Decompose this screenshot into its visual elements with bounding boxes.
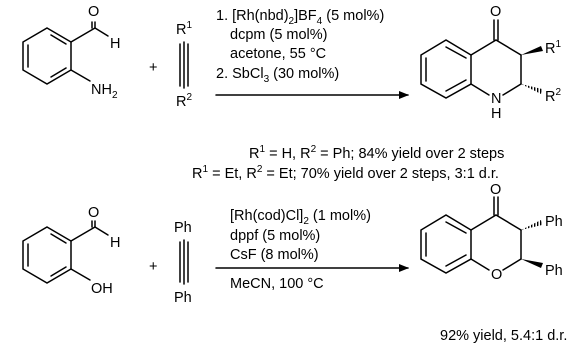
wedge-bond: [521, 259, 543, 268]
result-line: 92% yield, 5.4:1 d.r.: [440, 328, 567, 344]
conditions-2: [Rh(cod)Cl]2 (1 mol%) dppf (5 mol%) CsF …: [215, 208, 409, 292]
result-line-2: R1 = Et, R2 = Et; 70% yield over 2 steps…: [192, 164, 499, 182]
atom-n: N: [491, 91, 501, 107]
atom-o: O: [88, 205, 99, 221]
substituent-ph-bottom: Ph: [174, 290, 192, 306]
atom-h: H: [110, 36, 120, 52]
condition-line-4: MeCN, 100 °C: [230, 276, 324, 292]
hash-bond: [521, 84, 542, 94]
fused-benzene-ring: [420, 39, 472, 99]
atom-o: O: [490, 4, 501, 20]
product-tetrahydroquinolinone: O N H R1 R2: [420, 4, 561, 122]
benzene-ring: [22, 27, 72, 85]
atom-h: H: [491, 106, 501, 122]
benzene-ring: [22, 226, 72, 284]
fused-benzene-ring: [420, 214, 472, 274]
reactant-2-aminobenzaldehyde: O H NH2: [22, 4, 120, 101]
reactant-alkyne: R1 R2: [176, 20, 192, 110]
atom-o-carbonyl: O: [490, 182, 501, 198]
hydroxyl-label: OH: [91, 281, 113, 297]
reactant-salicylaldehyde: O H OH: [22, 205, 120, 297]
condition-line-3: acetone, 55 °C: [230, 46, 326, 62]
atom-o-ring: O: [491, 267, 502, 283]
result-line-1: R1 = H, R2 = Ph; 84% yield over 2 steps: [249, 144, 504, 162]
condition-line-1: 1. [Rh(nbd)2]BF4 (5 mol%): [216, 8, 384, 27]
plus-sign: +: [149, 259, 157, 275]
reactant-diphenylacetylene: Ph Ph: [174, 220, 192, 306]
wedge-bond: [521, 46, 543, 55]
plus-sign: +: [149, 60, 157, 76]
amine-label: NH2: [91, 82, 118, 101]
aldehyde-bond: [70, 226, 96, 242]
substituent-r2: R2: [176, 92, 192, 110]
atom-o: O: [88, 4, 99, 20]
condition-line-2: dppf (5 mol%): [230, 228, 320, 244]
condition-line-2: dcpm (5 mol%): [230, 27, 328, 43]
product-flavanone: O O Ph Ph: [420, 182, 563, 283]
condition-line-4: 2. SbCl3 (30 mol%): [216, 66, 339, 85]
substituent-r1: R1: [176, 20, 192, 38]
condition-line-1: [Rh(cod)Cl]2 (1 mol%): [230, 208, 371, 227]
aldehyde-bond: [70, 27, 96, 43]
substituent-ph-2: Ph: [545, 263, 563, 279]
substituent-ph-top: Ph: [174, 220, 192, 236]
condition-line-3: CsF (8 mol%): [230, 247, 319, 263]
atom-h: H: [110, 235, 120, 251]
substituent-r1: R1: [545, 39, 561, 57]
amine-bond: [70, 69, 91, 82]
hydroxyl-bond: [70, 268, 91, 281]
substituent-ph-1: Ph: [545, 214, 563, 230]
hash-bond: [521, 220, 542, 230]
conditions-1: 1. [Rh(nbd)2]BF4 (5 mol%) dcpm (5 mol%) …: [215, 8, 409, 99]
substituent-r2: R2: [545, 87, 561, 105]
